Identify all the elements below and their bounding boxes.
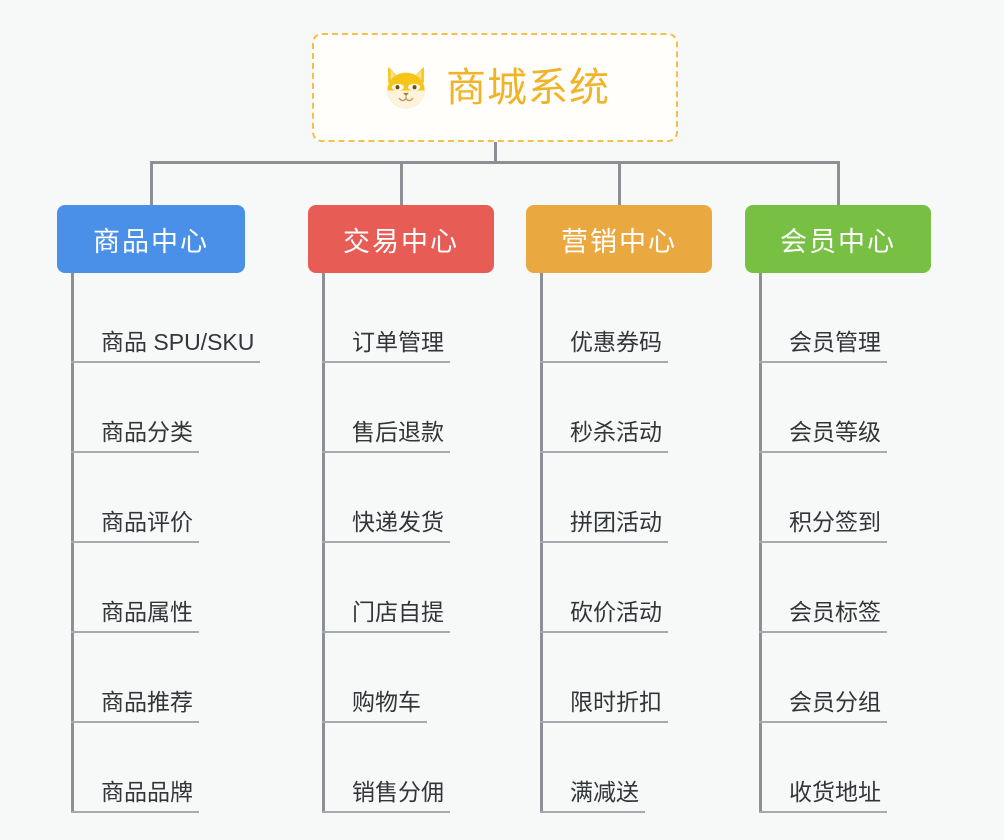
branch-header-label: 会员中心 — [780, 226, 896, 257]
list-item[interactable]: 商品品牌 — [71, 723, 260, 813]
leaf-list-1: 商品 SPU/SKU 商品分类 商品评价 商品属性 商品推荐 商品品牌 — [71, 273, 261, 813]
branch-header-label: 商品中心 — [93, 226, 209, 257]
list-item[interactable]: 商品推荐 — [71, 633, 260, 723]
leaf-label: 满减送 — [540, 779, 645, 813]
list-item[interactable]: 商品分类 — [71, 363, 260, 453]
shiba-dog-face-icon — [380, 62, 432, 114]
list-item[interactable]: 商品评价 — [71, 453, 260, 543]
list-item[interactable]: 积分签到 — [759, 453, 887, 543]
list-item[interactable]: 会员标签 — [759, 543, 887, 633]
leaf-list-4: 会员管理 会员等级 积分签到 会员标签 会员分组 收货地址 — [759, 273, 887, 813]
leaf-label: 会员等级 — [759, 419, 887, 453]
leaf-label: 商品品牌 — [71, 779, 199, 813]
list-item[interactable]: 限时折扣 — [540, 633, 668, 723]
branch-header-label: 营销中心 — [561, 226, 677, 257]
leaf-label: 拼团活动 — [540, 509, 668, 543]
leaf-label: 会员分组 — [759, 689, 887, 723]
leaf-list-3: 优惠券码 秒杀活动 拼团活动 砍价活动 限时折扣 满减送 — [540, 273, 668, 813]
leaf-label: 订单管理 — [322, 329, 450, 363]
list-item[interactable]: 快递发货 — [322, 453, 450, 543]
leaf-label: 限时折扣 — [540, 689, 668, 723]
list-item[interactable]: 售后退款 — [322, 363, 450, 453]
leaf-label: 商品 SPU/SKU — [71, 329, 261, 363]
leaf-label: 快递发货 — [322, 509, 450, 543]
list-item[interactable]: 销售分佣 — [322, 723, 450, 813]
list-item[interactable]: 订单管理 — [322, 273, 450, 363]
root-title: 商城系统 — [446, 65, 610, 110]
branch-header-label: 交易中心 — [343, 226, 459, 257]
branch-column-3: 营销中心 优惠券码 秒杀活动 拼团活动 砍价活动 限时折扣 满减送 — [526, 205, 712, 813]
branch-header-3[interactable]: 营销中心 — [526, 205, 712, 273]
leaf-label: 砍价活动 — [540, 599, 668, 633]
connector-horizontal-bus — [150, 161, 840, 164]
root-node[interactable]: 商城系统 — [312, 33, 678, 142]
list-item[interactable]: 收货地址 — [759, 723, 887, 813]
branch-column-1: 商品中心 商品 SPU/SKU 商品分类 商品评价 商品属性 商品推荐 商品品牌 — [57, 205, 261, 813]
connector-drop-3 — [618, 161, 621, 205]
leaf-label: 商品评价 — [71, 509, 199, 543]
connector-drop-4 — [837, 161, 840, 205]
leaf-label: 收货地址 — [759, 779, 887, 813]
leaf-label: 会员管理 — [759, 329, 887, 363]
leaf-label: 秒杀活动 — [540, 419, 668, 453]
connector-drop-2 — [400, 161, 403, 205]
list-item[interactable]: 会员等级 — [759, 363, 887, 453]
list-item[interactable]: 商品属性 — [71, 543, 260, 633]
branch-column-2: 交易中心 订单管理 售后退款 快递发货 门店自提 购物车 销售分佣 — [308, 205, 494, 813]
list-item[interactable]: 会员分组 — [759, 633, 887, 723]
list-item[interactable]: 秒杀活动 — [540, 363, 668, 453]
list-item[interactable]: 商品 SPU/SKU — [71, 273, 261, 363]
list-item[interactable]: 会员管理 — [759, 273, 887, 363]
leaf-label: 销售分佣 — [322, 779, 450, 813]
leaf-label: 积分签到 — [759, 509, 887, 543]
leaf-label: 门店自提 — [322, 599, 450, 633]
list-item[interactable]: 拼团活动 — [540, 453, 668, 543]
list-item[interactable]: 购物车 — [322, 633, 450, 723]
connector-drop-1 — [150, 161, 153, 205]
leaf-label: 商品推荐 — [71, 689, 199, 723]
branch-header-1[interactable]: 商品中心 — [57, 205, 245, 273]
branch-column-4: 会员中心 会员管理 会员等级 积分签到 会员标签 会员分组 收货地址 — [745, 205, 931, 813]
list-item[interactable]: 优惠券码 — [540, 273, 668, 363]
leaf-label: 售后退款 — [322, 419, 450, 453]
leaf-list-2: 订单管理 售后退款 快递发货 门店自提 购物车 销售分佣 — [322, 273, 450, 813]
leaf-label: 商品属性 — [71, 599, 199, 633]
list-item[interactable]: 门店自提 — [322, 543, 450, 633]
branch-header-4[interactable]: 会员中心 — [745, 205, 931, 273]
list-item[interactable]: 满减送 — [540, 723, 668, 813]
leaf-label: 会员标签 — [759, 599, 887, 633]
leaf-label: 商品分类 — [71, 419, 199, 453]
branch-header-2[interactable]: 交易中心 — [308, 205, 494, 273]
list-item[interactable]: 砍价活动 — [540, 543, 668, 633]
connector-root-stem — [494, 142, 497, 164]
leaf-label: 优惠券码 — [540, 329, 668, 363]
leaf-label: 购物车 — [322, 689, 427, 723]
